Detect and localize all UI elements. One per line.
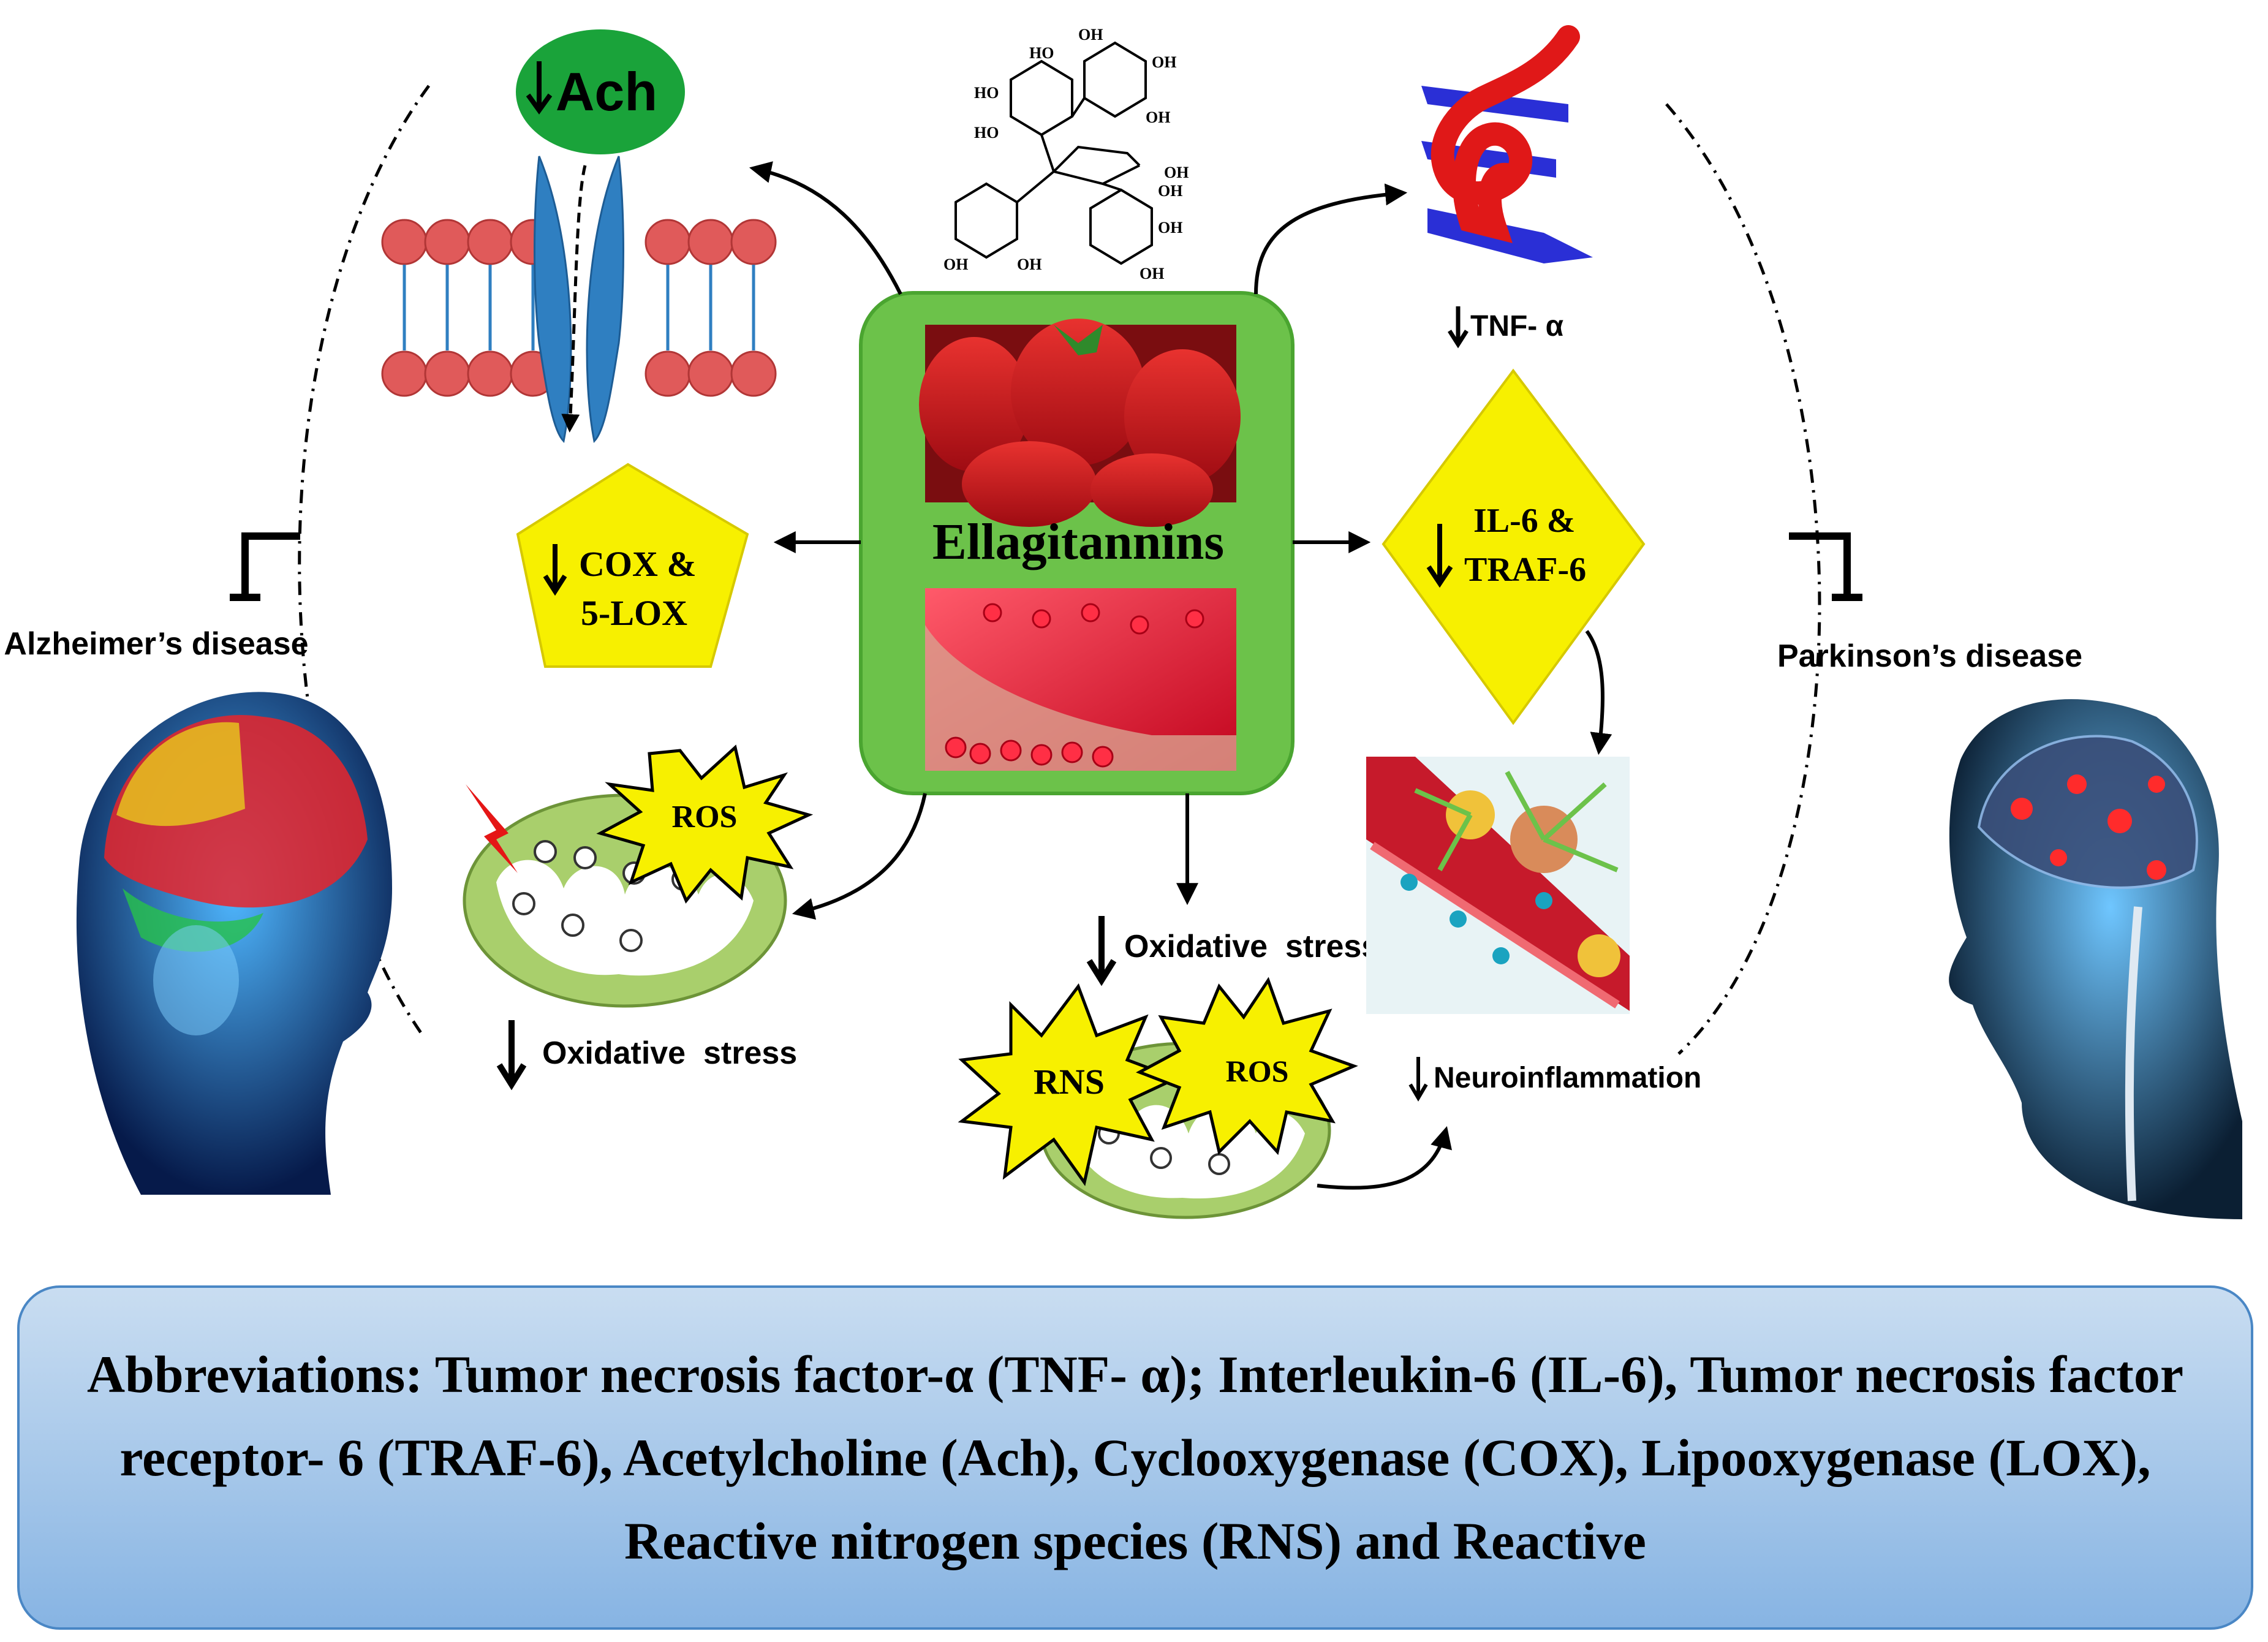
- neuroinflammation-down-arrow-icon: [1408, 1057, 1428, 1102]
- ach-label: Ach: [556, 61, 657, 122]
- alzheimers-head-icon: [76, 692, 392, 1195]
- oxidative-center-label: Oxidative stress: [1124, 929, 1379, 964]
- neuroinflammation-image: [1366, 757, 1630, 1014]
- svg-text:HO: HO: [1029, 44, 1054, 62]
- ellagitannin-structure-icon: [954, 41, 1153, 265]
- abbreviations-text: Abbreviations: Tumor necrosis factor-α (…: [87, 1345, 2183, 1570]
- arrow-to-neuroinflammation: [1317, 1126, 1452, 1190]
- ros-center-burst: [1136, 977, 1358, 1156]
- tnf-label: TNF- α: [1470, 310, 1564, 342]
- alzheimers-label: Alzheimer’s disease: [4, 626, 308, 662]
- ach-bubble: [516, 29, 685, 154]
- cox-label-line1: COX &: [579, 544, 697, 584]
- il6-diamond: [1382, 368, 1646, 725]
- tnf-protein-icon: [1421, 25, 1593, 263]
- oxidative-center-down-arrow-icon: [1086, 916, 1117, 986]
- il6-label-line2: TRAF-6: [1464, 551, 1586, 589]
- svg-text:OH: OH: [1152, 53, 1176, 71]
- arrow-to-protein: [1254, 183, 1408, 295]
- ros-left-burst: [596, 744, 814, 904]
- svg-text:OH: OH: [1164, 164, 1189, 181]
- svg-text:OH: OH: [1158, 219, 1182, 236]
- cox-pentagon: [516, 463, 749, 668]
- tnf-down-arrow-icon: [1448, 306, 1469, 349]
- abbreviations-box: Abbreviations: Tumor necrosis factor-α (…: [17, 1285, 2253, 1630]
- oxidative-left-down-arrow-icon: [496, 1020, 527, 1091]
- arrow-to-membrane: [749, 161, 902, 295]
- rns-label: RNS: [1034, 1062, 1105, 1102]
- parkinsons-label: Parkinson’s disease: [1777, 638, 2082, 674]
- ros-center-label: ROS: [1226, 1054, 1289, 1088]
- parkinsons-head-icon: [1949, 699, 2242, 1219]
- rns-burst: [958, 983, 1181, 1187]
- svg-text:OH: OH: [1158, 182, 1182, 200]
- oxidative-left-label: Oxidative stress: [542, 1035, 797, 1071]
- arrow-to-mito-left: [792, 793, 927, 920]
- alzheimers-inhibition-icon: [230, 532, 300, 601]
- il6-down-arrow-icon: [1426, 524, 1453, 588]
- parkinsons-inhibition-icon: [1789, 532, 1862, 601]
- svg-text:HO: HO: [974, 124, 999, 142]
- arrow-to-neuro-image: [1585, 630, 1612, 755]
- pomegranate-image: [925, 588, 1236, 771]
- il6-label-line1: IL-6 &: [1473, 502, 1575, 540]
- strawberry-image: [919, 319, 1241, 527]
- neuroinflammation-label: Neuroinflammation: [1434, 1062, 1701, 1094]
- ros-left-label: ROS: [672, 800, 738, 834]
- cox-down-arrow-icon: [543, 544, 567, 596]
- svg-text:OH: OH: [1078, 26, 1103, 44]
- svg-text:OH: OH: [1017, 255, 1041, 273]
- svg-text:OH: OH: [943, 255, 968, 273]
- svg-text:HO: HO: [974, 84, 999, 102]
- right-dashed-arc: [1665, 103, 1821, 1055]
- ach-down-arrow-icon: [526, 61, 553, 115]
- cox-label-line2: 5-LOX: [581, 593, 687, 633]
- cell-membrane-icon: [381, 156, 777, 444]
- svg-text:OH: OH: [1146, 108, 1170, 126]
- ellagitannins-label: Ellagitannins: [932, 513, 1224, 570]
- svg-text:OH: OH: [1140, 265, 1164, 282]
